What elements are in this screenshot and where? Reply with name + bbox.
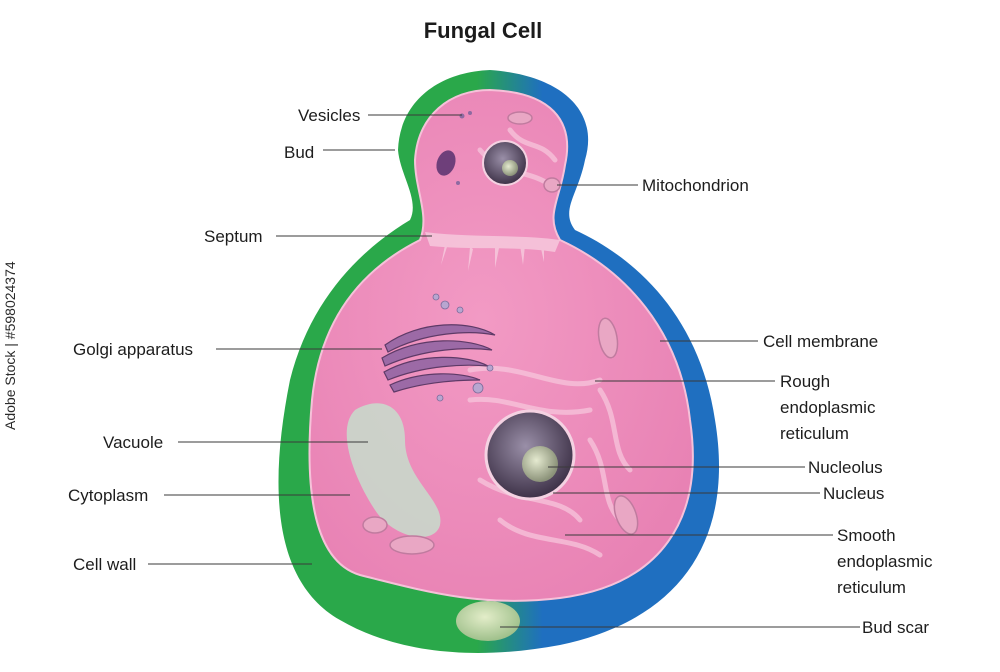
bud-scar-shape	[456, 601, 520, 641]
vacuole-shape	[346, 403, 441, 537]
bud-golgi-shape	[436, 150, 456, 176]
label-vacuole: Vacuole	[103, 433, 163, 452]
label-rough-er-line1: Rough	[780, 372, 830, 391]
nucleolus-shape	[522, 446, 558, 482]
label-rough-er-line2: endoplasmic	[780, 398, 876, 417]
septum-shape	[425, 232, 560, 271]
label-cell-membrane: Cell membrane	[763, 332, 878, 351]
label-nucleus: Nucleus	[823, 484, 884, 503]
golgi-vesicles	[432, 293, 494, 402]
label-bud: Bud	[284, 143, 314, 162]
label-cytoplasm: Cytoplasm	[68, 486, 148, 505]
bud-nucleolus-shape	[502, 160, 518, 176]
stock-credit: Adobe Stock | #598024374	[2, 261, 18, 430]
label-rough-er-line3: reticulum	[780, 424, 849, 443]
label-bud-scar: Bud scar	[862, 618, 929, 637]
label-septum: Septum	[204, 227, 263, 246]
label-vesicles: Vesicles	[298, 106, 360, 125]
label-smooth-er-line2: endoplasmic	[837, 552, 933, 571]
label-mitochondrion: Mitochondrion	[642, 176, 749, 195]
label-smooth-er-line3: reticulum	[837, 578, 906, 597]
label-nucleolus: Nucleolus	[808, 458, 883, 477]
label-cell-wall: Cell wall	[73, 555, 136, 574]
mitochondria-shapes	[362, 111, 639, 555]
label-golgi-apparatus: Golgi apparatus	[73, 340, 193, 359]
label-smooth-er-line1: Smooth	[837, 526, 896, 545]
diagram-title: Fungal Cell	[423, 18, 543, 43]
